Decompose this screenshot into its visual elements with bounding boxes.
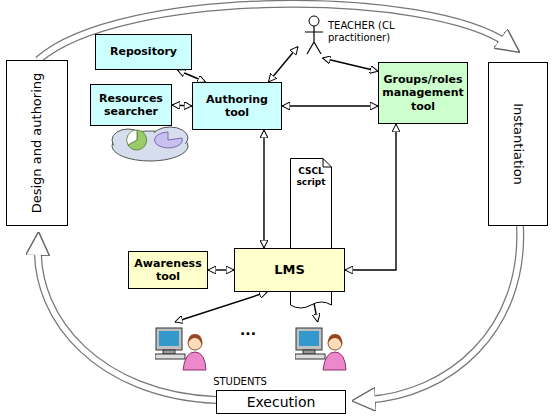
connector-arrow [175, 292, 267, 322]
tool-box: Resources searcher [90, 84, 172, 126]
connector-arrow [208, 269, 234, 270]
connector-arrow [263, 130, 264, 248]
phase-label: Instantiation [510, 103, 526, 185]
repository-box: Repository [95, 34, 192, 70]
student-computer-icon [155, 326, 207, 372]
phase-box: Design and authoring [6, 60, 68, 226]
tool-box: Groups/roles management tool [378, 62, 468, 124]
teacher-icon [302, 14, 326, 56]
phase-box: Instantiation [488, 62, 548, 226]
node-label: Authoring tool [196, 93, 278, 119]
node-label: Repository [110, 45, 177, 58]
cycle-arrow-left [38, 246, 216, 400]
ellipsis-label: ... [240, 322, 256, 338]
connector-arrow [177, 70, 205, 82]
student-computer-icon [295, 326, 347, 372]
node-label: STUDENTS [213, 376, 267, 388]
connector-arrow [282, 105, 378, 106]
node-label: Resources searcher [94, 92, 168, 118]
node-label: Groups/roles management tool [382, 73, 464, 113]
node-label: TEACHER (CL practitioner) [328, 20, 417, 44]
cycle-arrow-right [366, 226, 520, 400]
phase-box: Execution [216, 390, 346, 414]
resources-cloud [112, 127, 188, 161]
node-label: CSCL script [293, 166, 329, 188]
lms-box: LMS [234, 248, 345, 292]
node-label: LMS [274, 262, 305, 278]
tool-box: Authoring tool [192, 82, 282, 130]
teacher-figure: TEACHER (CL practitioner) [298, 12, 420, 58]
connector-arrow [345, 124, 396, 270]
connector-arrow [269, 47, 299, 83]
connector-arrow [322, 58, 378, 71]
phase-label: Design and authoring [29, 73, 45, 214]
node-label: Execution [247, 394, 316, 411]
node-label: Awareness tool [132, 257, 204, 283]
tool-box: Awareness tool [128, 251, 208, 289]
connector-arrow [172, 105, 192, 106]
